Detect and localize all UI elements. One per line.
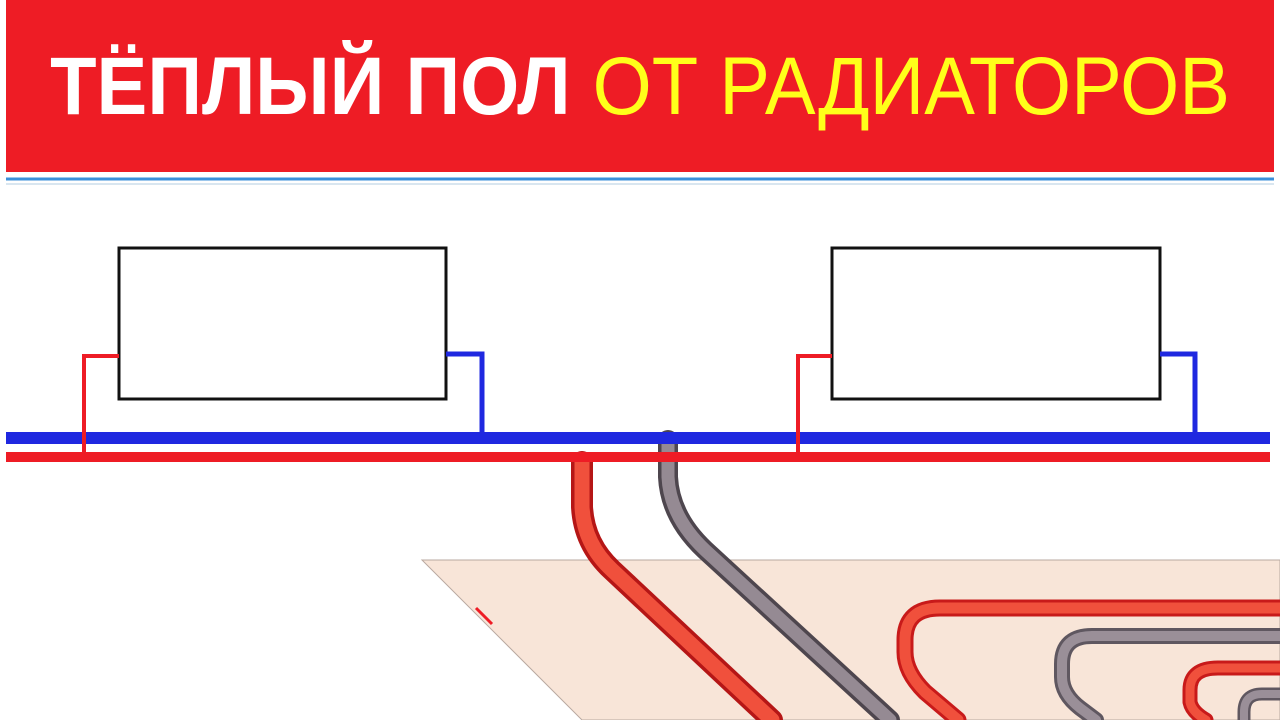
radiator-1	[82, 246, 485, 457]
radiator-1-supply	[82, 354, 119, 457]
floor-supply-pipe	[571, 451, 783, 720]
floor-heating-loops	[896, 599, 1280, 720]
radiator-1-body	[117, 246, 448, 401]
radiator-2-supply	[796, 354, 832, 457]
underfloor-heating-diagram	[6, 177, 1280, 720]
title-white-part: ТЁПЛЫЙ ПОЛ	[50, 40, 571, 132]
slab-edge-accent	[474, 606, 494, 626]
radiator-2-body	[830, 246, 1162, 401]
radiator-2	[796, 246, 1198, 457]
radiator-2-return	[1160, 351, 1198, 438]
radiator-1-return	[446, 351, 485, 438]
title-yellow-part: ОТ РАДИАТОРОВ	[592, 40, 1230, 132]
floor-return-pipe	[658, 430, 900, 720]
